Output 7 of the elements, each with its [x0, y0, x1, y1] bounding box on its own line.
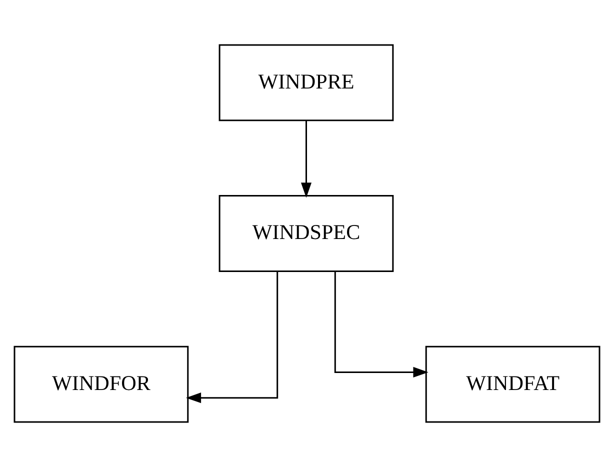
- node-box: WINDSPEC: [218, 194, 394, 272]
- node-box: WINDPRE: [218, 44, 394, 121]
- arrow: [300, 120, 312, 198]
- node-box: WINDFAT: [425, 345, 600, 422]
- node-box: WINDFOR: [14, 345, 189, 422]
- arrow: [186, 270, 278, 403]
- arrow: [334, 270, 428, 377]
